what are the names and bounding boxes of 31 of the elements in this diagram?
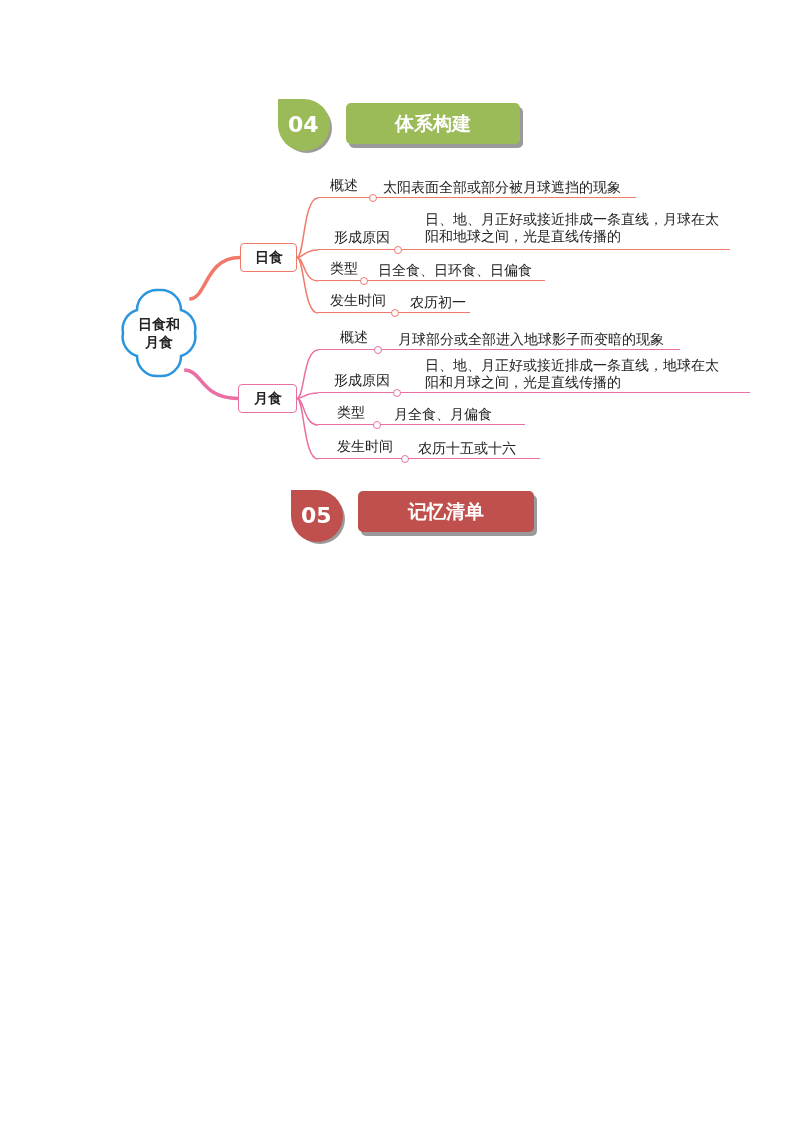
connector-line — [296, 397, 319, 460]
branch-category: 概述 — [330, 177, 358, 194]
branch-description: 月全食、月偏食 — [394, 406, 492, 423]
connector-line — [296, 392, 319, 400]
branch-category: 概述 — [340, 329, 368, 346]
branch-category: 发生时间 — [330, 292, 386, 309]
branch-description: 月球部分或全部进入地球影子而变暗的现象 — [398, 331, 664, 348]
branch-description: 日、地、月正好或接近排成一条直线，地球在太阳和月球之间，光是直线传播的 — [425, 357, 720, 391]
connector-line — [183, 368, 239, 401]
branch-description: 日、地、月正好或接近排成一条直线，月球在太阳和地球之间，光是直线传播的 — [425, 211, 720, 245]
connector-line — [296, 249, 319, 259]
section-number: 04 — [288, 113, 319, 137]
branch-description: 太阳表面全部或部分被月球遮挡的现象 — [383, 179, 621, 196]
branch-description: 农历初一 — [410, 294, 466, 311]
branch-category: 形成原因 — [334, 372, 390, 389]
connector-line — [296, 256, 319, 282]
branch-description: 农历十五或十六 — [418, 440, 516, 457]
branch-box: 月食 — [238, 384, 297, 413]
connector-line — [296, 256, 319, 314]
branch-category: 发生时间 — [337, 438, 393, 455]
connector-line — [188, 255, 241, 301]
connector-line — [296, 349, 319, 400]
branch-box: 日食 — [240, 243, 297, 272]
branch-category: 类型 — [330, 260, 358, 277]
branch-category: 形成原因 — [334, 229, 390, 246]
section-number: 05 — [301, 504, 332, 528]
connector-line — [296, 197, 319, 259]
branch-description: 日全食、日环食、日偏食 — [378, 262, 532, 279]
connector-line — [296, 397, 319, 426]
branch-category: 类型 — [337, 404, 365, 421]
topic-text: 日食和月食 — [137, 315, 181, 351]
